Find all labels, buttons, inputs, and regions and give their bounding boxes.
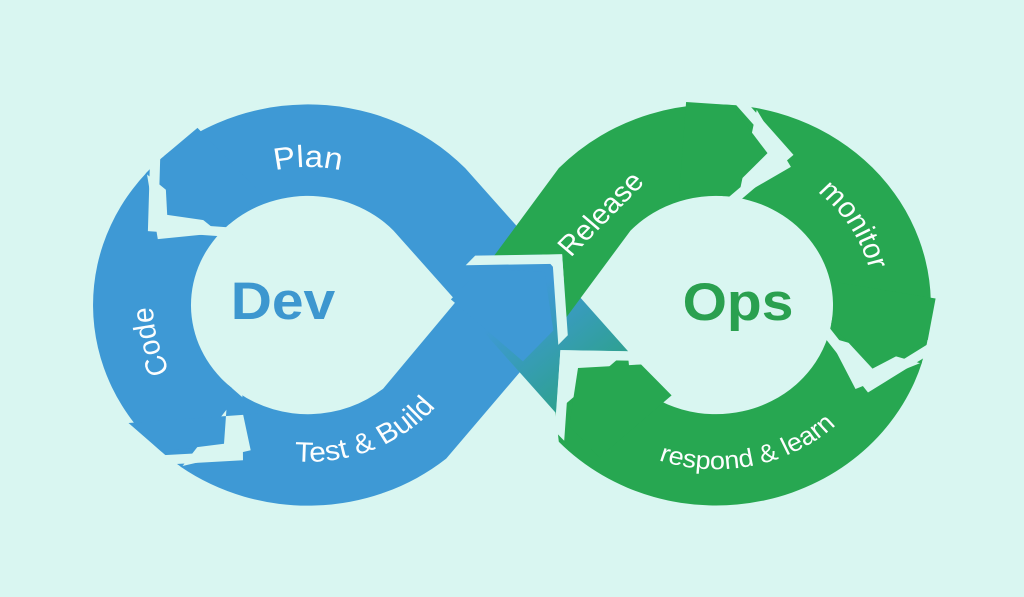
joint-gap-top-right <box>715 91 794 210</box>
joint-gap-center-upper <box>465 254 568 345</box>
plan-arrowhead-icon <box>164 127 264 224</box>
dev-loop-title: Dev <box>231 271 336 331</box>
joint-gap-right <box>816 314 943 393</box>
code-arrowhead-icon <box>128 384 262 452</box>
monitor-arrowhead-icon <box>831 282 936 369</box>
release-arrowhead-icon <box>679 101 768 197</box>
respond-learn-arrowhead-icon <box>569 364 672 458</box>
respond-learn-band <box>555 336 922 506</box>
ops-loop-title: Ops <box>683 272 794 332</box>
plan-label: Plan <box>271 139 346 177</box>
joint-gap-bottom-left <box>146 370 243 466</box>
joint-gap-center-lower <box>554 350 657 441</box>
joint-gap-top-left <box>147 141 245 238</box>
test-build-arrowhead-icon <box>450 268 554 362</box>
test-build-band <box>180 254 568 506</box>
code-band <box>93 172 240 468</box>
